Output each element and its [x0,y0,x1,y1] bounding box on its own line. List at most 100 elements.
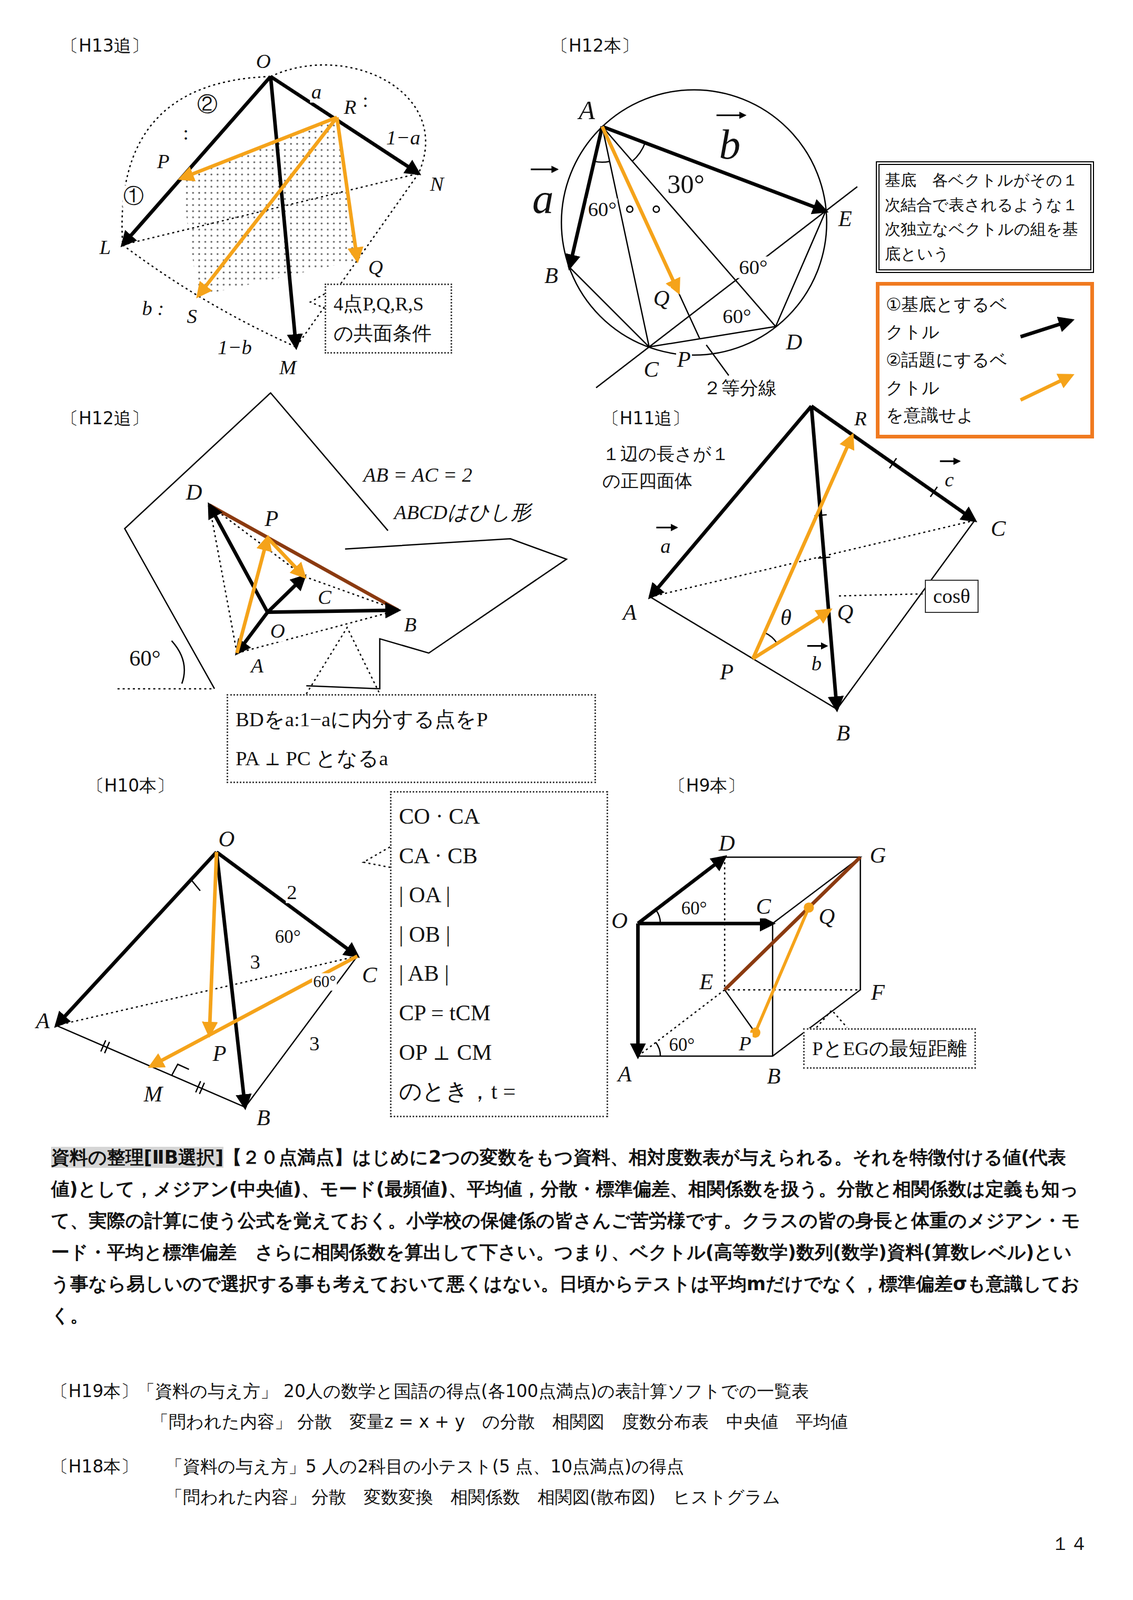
callout-text: | OA | [398,875,600,915]
note-text: 「問われた内容」 分散 変数変換 相関係数 相関図(散布図) ヒストグラム [165,1488,781,1507]
math-label: C [755,894,773,919]
figure-line [56,869,358,1108]
math-label: C [316,586,333,609]
measure-label: 60° [274,927,302,947]
math-label: C [642,357,660,382]
angle-mark [626,206,633,213]
math-label: a [659,535,672,558]
math-label: Q [652,286,671,310]
note-text: ２等分線 [702,378,777,398]
topic-vector [198,117,337,297]
math-label: A [621,600,638,625]
note-text: １４ [1051,1533,1089,1554]
callout-box: 基底 各ベクトルがその１次結合で表されるような１次独立なベクトルの組を基底という [875,161,1095,273]
math-label: E [698,970,715,994]
math-label: C [989,516,1007,541]
measure-label: ② [196,93,219,115]
topic-vector-sample [1020,375,1072,400]
basis-vector [638,856,726,924]
math-label: A [577,96,597,125]
math-label: P [211,1041,228,1066]
basis-vector [569,126,603,268]
math-label: 1−b [216,336,253,358]
callout-text: | OB | [398,914,600,955]
angle-mark [653,206,660,213]
math-label: A [34,1009,51,1033]
callout-text: OP ⊥ CM [398,1032,600,1073]
math-label: R [343,96,358,119]
point-dot [803,902,814,913]
math-label: C [360,962,378,987]
note-text: 〔H9本〕 [668,776,746,796]
measure-label: 60° [667,1035,696,1056]
basis-vector [209,504,268,612]
basis-vector [638,921,774,926]
basis-vector [650,406,812,598]
math-label: 1−a [385,127,422,149]
math-label: D [717,831,737,856]
basis-vector [270,76,296,347]
math-label: S [185,305,198,328]
paragraph: 資料の整理[ⅡB選択]【２０点満点】はじめに2つの変数をもつ資料、相対度数表が与… [51,1141,1082,1332]
note-text: 〔H13追〕 [61,36,149,56]
math-label: P [737,1032,753,1054]
plane-outline [124,392,567,689]
basis-vector [216,852,358,956]
math-label: ABCDはひし形 [393,501,533,524]
callout-text: 4点P,Q,R,S の共面条件 [333,289,444,348]
callout-box: ①基底とするベクトル②話題にするベクトルを意識せよ [875,281,1095,439]
measure-label: : [361,89,370,111]
dotted-guide [117,504,398,694]
math-label: M [278,356,298,379]
note-text: 〔H12本〕 [551,36,639,56]
measure-label: 60° [737,256,769,279]
math-label: B [543,264,560,288]
measure-label: ① [122,185,145,208]
math-label: F [870,980,886,1004]
basis-vector [267,610,399,613]
math-label: O [217,827,237,852]
math-label: M [142,1082,164,1107]
callout-text: のとき，t = [398,1071,600,1112]
note-text: 「問われた内容」 分散 変量z = x + y の分散 相関図 度数分布表 中央… [151,1412,849,1432]
basis-vector [56,852,217,1026]
math-label: P [263,506,280,531]
topic-vector [237,537,268,653]
math-label: O [269,620,287,642]
circle [561,89,827,355]
basis-vector [216,852,246,1108]
basis-vector [122,76,271,245]
figure-line [569,126,858,388]
math-label: D [785,329,804,354]
measure-label: 60° [128,646,162,671]
measure-label: 30° [666,169,706,198]
math-label: Q [835,600,855,625]
math-label: B [403,613,418,636]
dotted-guide [56,846,390,1026]
math-label: Q [817,904,837,929]
note-text: 〔H11追〕 [602,409,690,428]
note-text: 〔H18本〕 [51,1457,139,1477]
topic-vector [267,537,305,577]
measure-label: 60° [587,198,618,221]
topic-vector [753,435,853,659]
callout-text: ②話題にするベクトル [885,346,1009,402]
callout-box: cosθ [924,579,979,613]
note-text: 「資料の与え方」5 人の2科目の小テスト(5 点、10点満点)の得点 [165,1457,685,1477]
measure-label: 3 [308,1032,321,1054]
callout-box: BDをa:1−aに内分する点をPPA ⊥ PC となるa [226,694,597,784]
measure-label: 3 [249,950,262,973]
math-label: G [868,843,887,868]
topic-vector [150,955,358,1067]
math-label: b : [141,297,166,320]
math-label: O [610,909,629,933]
math-label: E [837,206,854,231]
dotted-guide [638,856,861,1057]
math-label: R [853,407,868,430]
measure-label: : [181,121,190,144]
measure-label: 60° [311,973,337,991]
figure-line [638,856,861,1057]
section-heading: 資料の整理[ⅡB選択] [51,1146,224,1168]
math-label: a [310,81,323,103]
